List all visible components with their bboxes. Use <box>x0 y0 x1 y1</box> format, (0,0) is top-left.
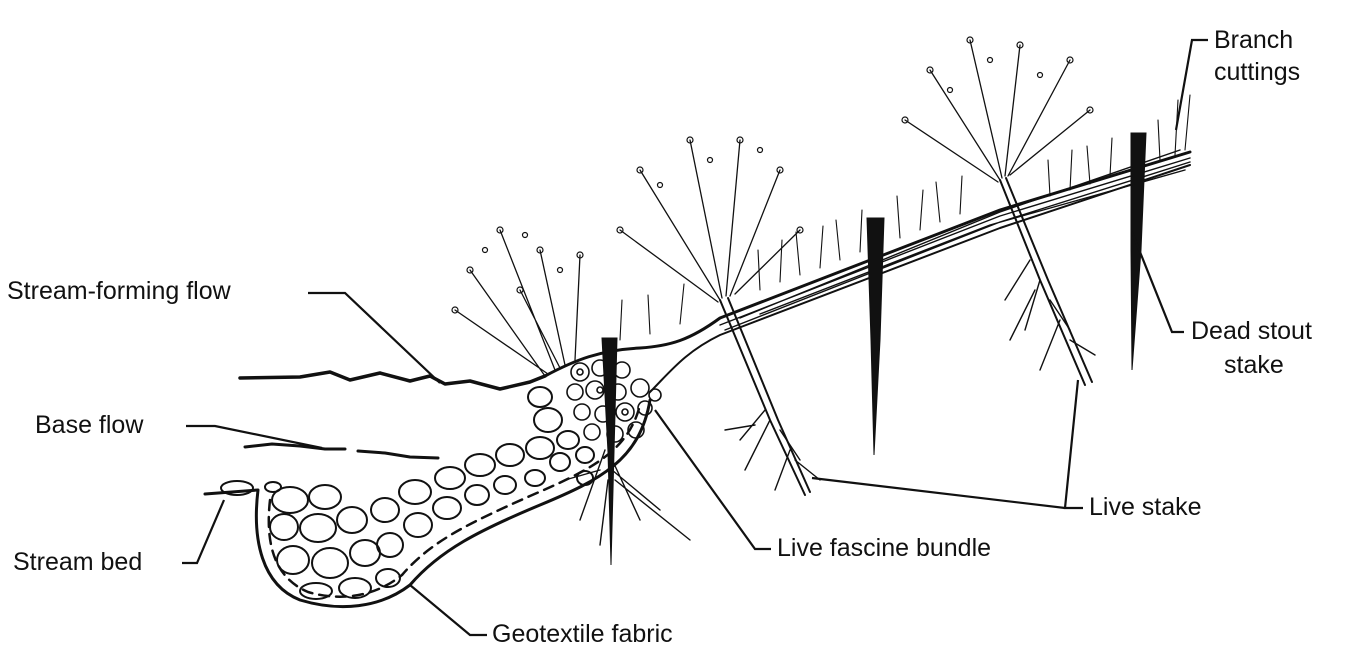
fascine-roots <box>565 450 690 545</box>
live-stake-roots-1 <box>725 410 820 490</box>
bank-surface-lower <box>650 165 1190 392</box>
label-live-stake: Live stake <box>1089 492 1202 522</box>
leader-branch-cuttings <box>1176 40 1208 130</box>
live-stakes <box>565 178 1095 545</box>
dead-stout-stake-2 <box>867 218 884 455</box>
leader-live-stake <box>812 380 1083 508</box>
shrub-2 <box>620 140 800 302</box>
label-branch-cuttings-line1: Branch <box>1214 25 1293 55</box>
shrub-3 <box>905 40 1090 182</box>
leader-lines <box>182 40 1208 635</box>
stream-forming-flow-line <box>240 372 545 389</box>
label-base-flow: Base flow <box>35 410 143 440</box>
live-stake-roots-2 <box>1005 260 1095 370</box>
label-stream-bed: Stream bed <box>13 547 142 577</box>
label-dead-stout-stake-line2: stake <box>1224 350 1284 380</box>
leader-live-fascine-bundle <box>655 410 771 549</box>
shrub-1 <box>455 230 580 376</box>
leader-stream-forming-flow <box>308 293 440 383</box>
leader-stream-bed <box>182 500 224 563</box>
bank-surface <box>545 152 1190 376</box>
leader-geotextile-fabric <box>410 585 487 635</box>
base-flow-line-left <box>245 444 345 449</box>
dead-stout-stakes <box>602 133 1146 565</box>
dead-stout-stake-3 <box>1131 133 1146 370</box>
label-branch-cuttings-line2: cuttings <box>1214 57 1300 87</box>
label-dead-stout-stake-line1: Dead stout <box>1191 316 1312 346</box>
live-stake-shaft-1 <box>720 298 810 495</box>
label-geotextile-fabric: Geotextile fabric <box>492 619 673 649</box>
base-flow-line-right <box>358 451 438 458</box>
vegetation <box>452 37 1190 376</box>
label-live-fascine-bundle: Live fascine bundle <box>777 533 991 563</box>
label-stream-forming-flow: Stream-forming flow <box>7 276 231 306</box>
